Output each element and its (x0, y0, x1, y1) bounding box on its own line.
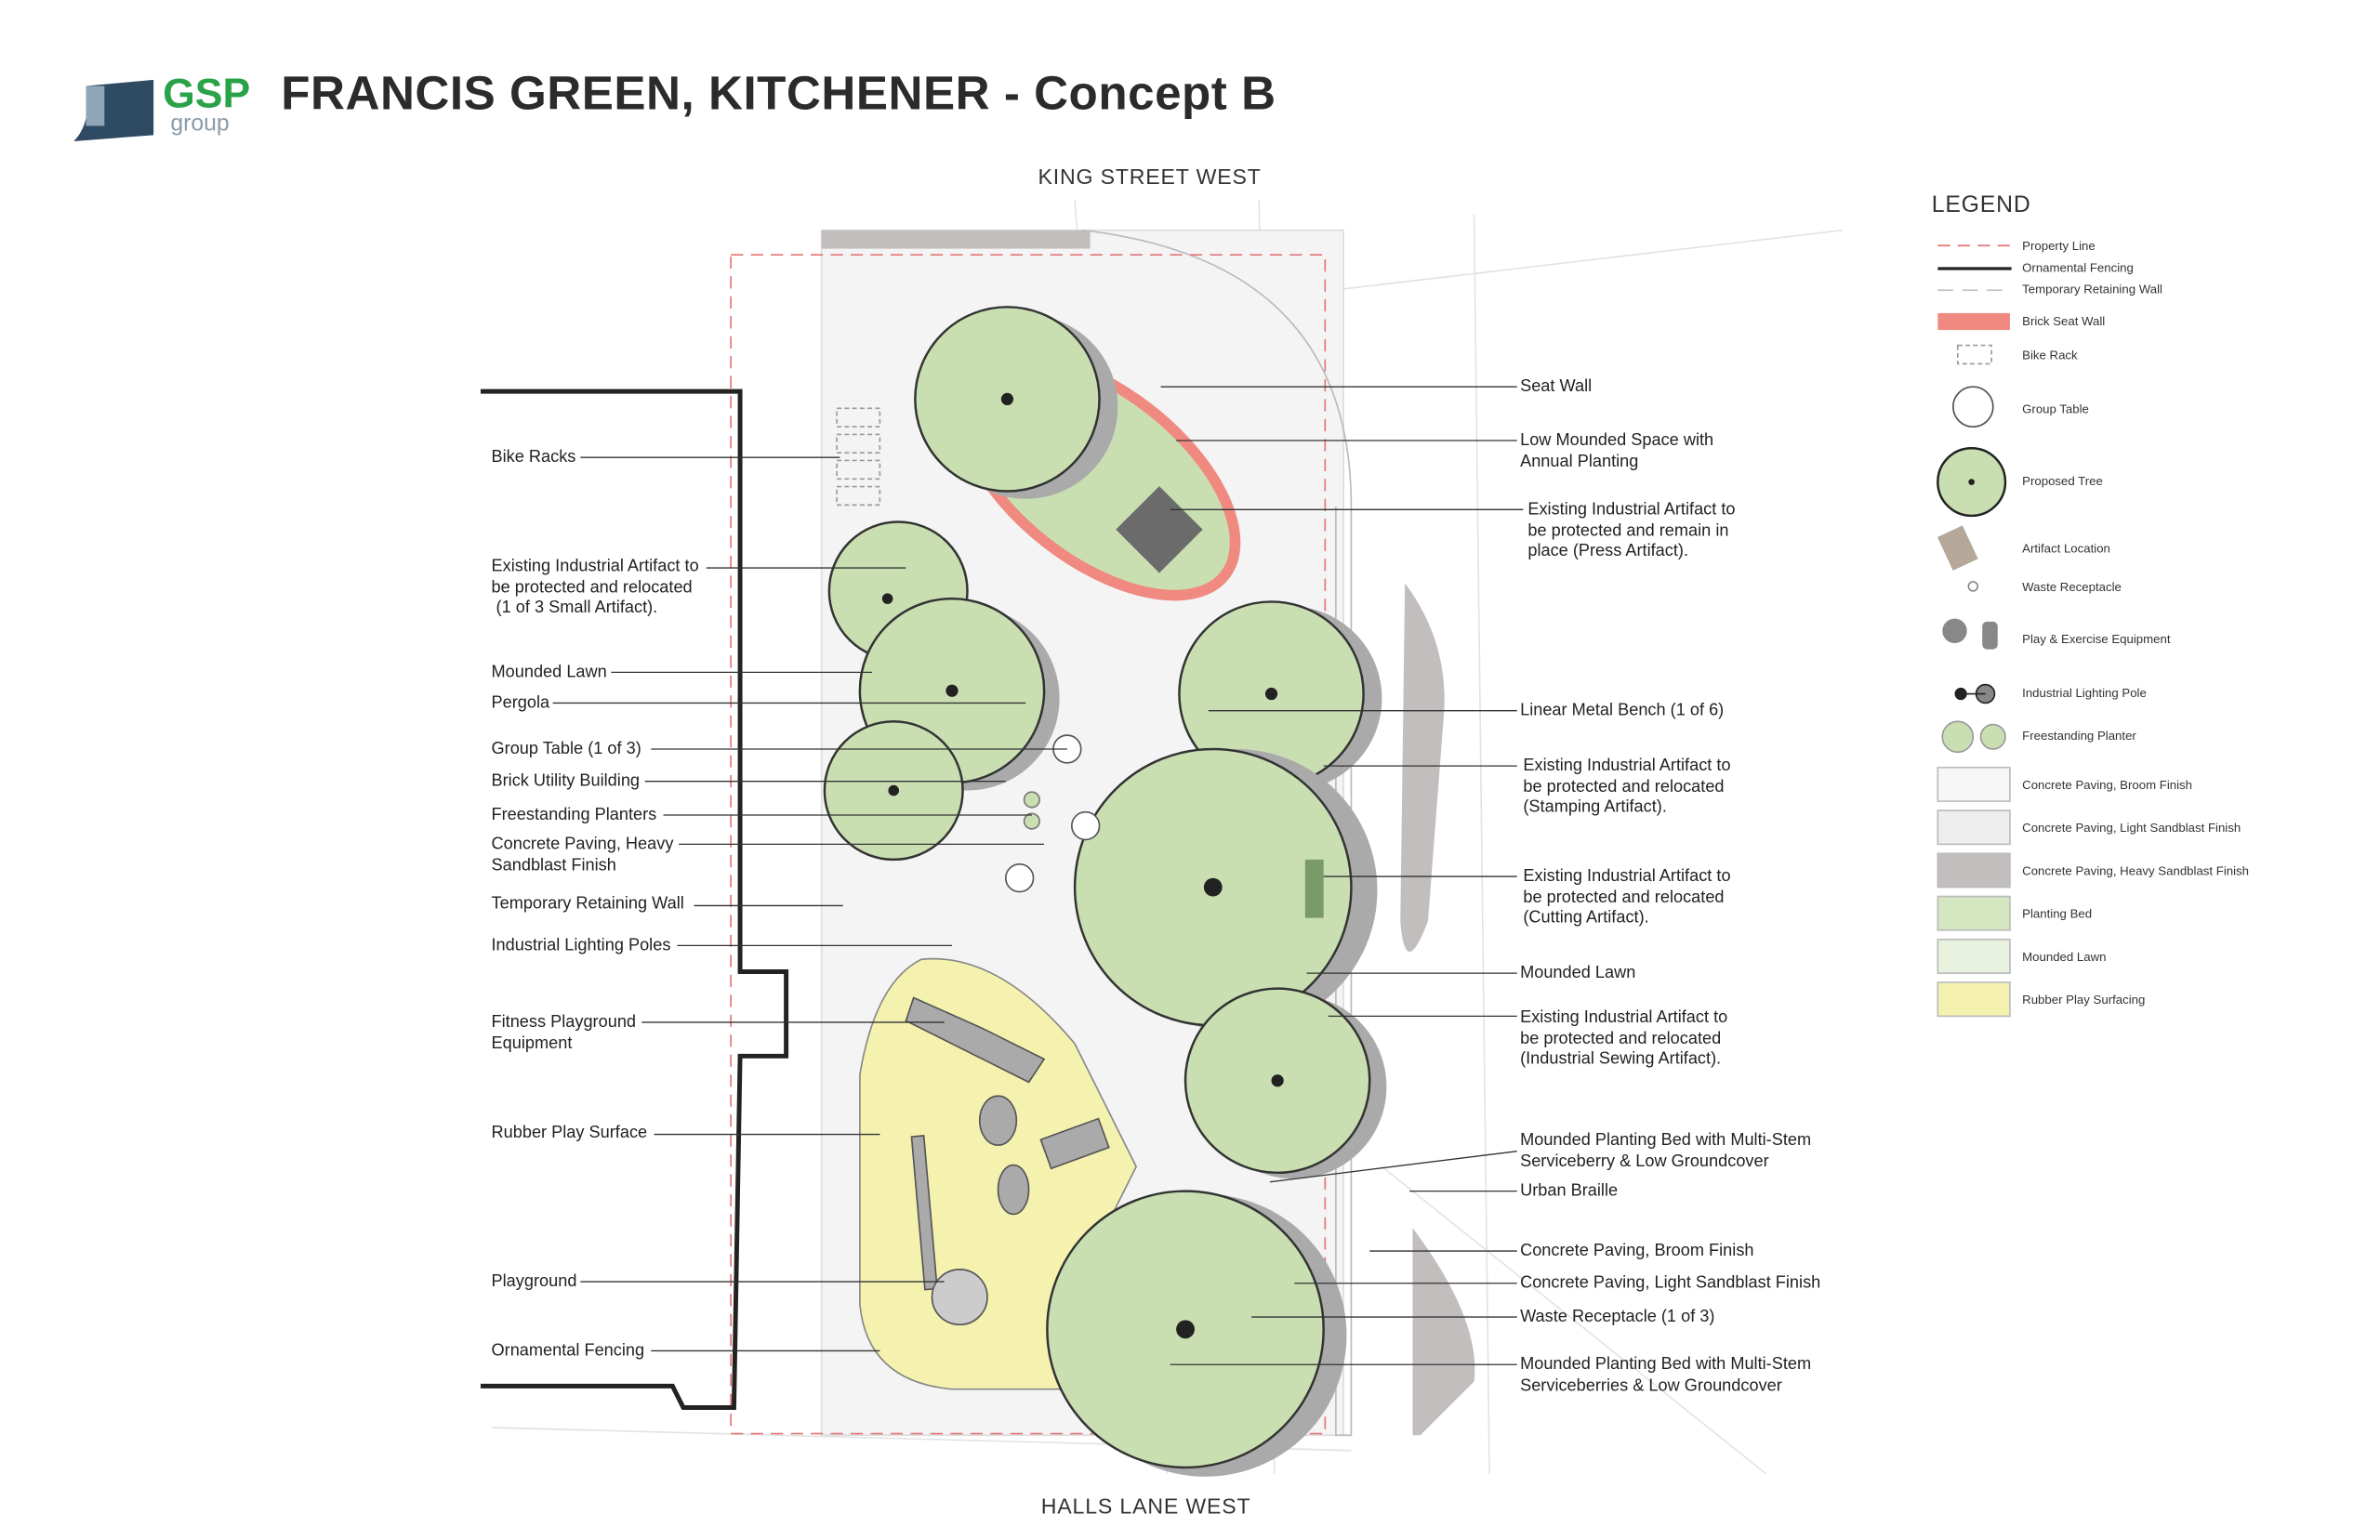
tree-icon (914, 306, 1118, 499)
callout-label: Concrete Paving, Heavy Sandblast Finish (491, 835, 674, 875)
callout-label: Mounded Lawn (1520, 964, 1636, 983)
callout-label: Waste Receptacle (1 of 3) (1520, 1308, 1715, 1326)
legend-item-label: Mounded Lawn (2022, 950, 2107, 965)
heavy-sandblast-areas (1400, 583, 1475, 1436)
legend-item-label: Artifact Location (2022, 542, 2110, 556)
callout-label: Pergola (491, 693, 550, 713)
legend-item-label: Industrial Lighting Pole (2022, 686, 2147, 701)
tree-icon (1178, 600, 1382, 791)
callout-label: Ornamental Fencing (491, 1341, 645, 1361)
tree-icon (1183, 987, 1387, 1179)
legend-item-label: Brick Seat Wall (2022, 314, 2106, 329)
legend-swatches (1937, 766, 2011, 1018)
callout-label: Existing Industrial Artifact to be prote… (1520, 1008, 1728, 1069)
callout-label: Mounded Lawn (491, 663, 607, 682)
legend-item-label: Proposed Tree (2022, 474, 2103, 489)
sidewalk-curve (1082, 229, 1353, 1437)
callout-label: Concrete Paving, Broom Finish (1520, 1242, 1754, 1260)
callout-label: Existing Industrial Artifact to be prote… (1523, 757, 1731, 817)
callout-label: Urban Braille (1520, 1181, 1619, 1201)
tree-icon (823, 720, 964, 862)
callout-label: Mounded Planting Bed with Multi-Stem Ser… (1520, 1355, 1812, 1395)
page-title: FRANCIS GREEN, KITCHENER - Concept B (281, 66, 1276, 120)
legend-item-label: Concrete Paving, Light Sandblast Finish (2022, 821, 2241, 836)
legend-item-label: Temporary Retaining Wall (2022, 282, 2162, 296)
gsp-logo-icon (73, 79, 154, 141)
callout-label: Temporary Retaining Wall (491, 894, 684, 914)
callout-label: Playground (491, 1272, 577, 1291)
legend-item-label: Bike Rack (2022, 348, 2078, 362)
callout-label: Rubber Play Surface (491, 1123, 648, 1142)
legend-item-label: Property Line (2022, 239, 2096, 254)
callout-label: Group Table (1 of 3) (491, 740, 641, 758)
logo-text: GSP (163, 70, 251, 117)
trees (823, 306, 1387, 1477)
legend-item-label: Group Table (2022, 401, 2089, 416)
legend-item-label: Rubber Play Surfacing (2022, 993, 2146, 1007)
logo-subtext: group (170, 110, 230, 137)
legend-item-label: Freestanding Planter (2022, 729, 2136, 744)
legend-item-label: Ornamental Fencing (2022, 260, 2134, 275)
tree-icon (1046, 1190, 1347, 1477)
ornamental-fencing (480, 388, 789, 1410)
callout-label: Low Mounded Space with Annual Planting (1520, 431, 1714, 471)
callout-label: Linear Metal Bench (1 of 6) (1520, 701, 1725, 720)
callout-label: Existing Industrial Artifact to be prote… (491, 557, 699, 617)
callout-label: Seat Wall (1520, 377, 1593, 397)
legend-item-label: Waste Receptacle (2022, 580, 2122, 595)
planter-icon (1023, 791, 1040, 830)
legend-icons (1937, 244, 2012, 754)
play-equipment-icon (905, 996, 1110, 1326)
callout-label: Mounded Planting Bed with Multi-Stem Ser… (1520, 1131, 1812, 1171)
callout-label: Bike Racks (491, 448, 576, 467)
callout-label: Industrial Lighting Poles (491, 936, 671, 955)
legend-item-label: Concrete Paving, Broom Finish (2022, 778, 2193, 793)
street-south: HALLS LANE WEST (1040, 1494, 1251, 1519)
callout-label: Existing Industrial Artifact to be prote… (1523, 867, 1731, 928)
legend-item-label: Planting Bed (2022, 907, 2093, 921)
callout-label: Existing Industrial Artifact to be prote… (1527, 500, 1736, 560)
callout-label: Fitness Playground Equipment (491, 1013, 637, 1053)
callout-label: Brick Utility Building (491, 771, 641, 791)
heavy-sandblast-strip (821, 230, 1091, 249)
tree-icon (1073, 747, 1378, 1032)
leader-lines (552, 386, 1524, 1365)
callout-label: Concrete Paving, Light Sandblast Finish (1520, 1273, 1821, 1293)
callout-label: Freestanding Planters (491, 806, 657, 824)
street-north: KING STREET WEST (1038, 164, 1262, 190)
legend-item-label: Play & Exercise Equipment (2022, 632, 2171, 647)
legend-item-label: Concrete Paving, Heavy Sandblast Finish (2022, 863, 2250, 878)
legend-title: LEGEND (1931, 191, 2031, 218)
